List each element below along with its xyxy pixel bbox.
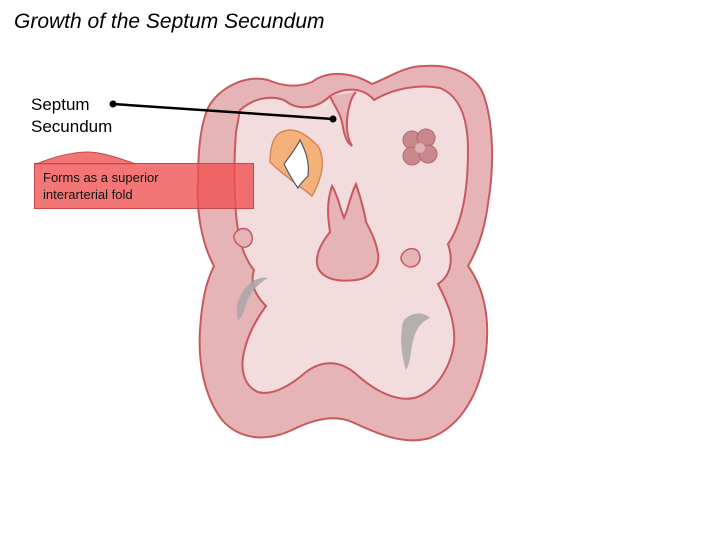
callout-line-1: Forms as a superior bbox=[43, 170, 159, 185]
left-valve-shadow bbox=[236, 277, 268, 320]
pointer-end-dot bbox=[329, 115, 337, 123]
septum-secundum-opening bbox=[283, 138, 309, 190]
right-wall-nodule bbox=[400, 247, 421, 268]
pointer-line bbox=[112, 102, 334, 121]
label-line-1: Septum bbox=[31, 95, 90, 114]
pointer-start-dot bbox=[109, 100, 117, 108]
vessel-cluster bbox=[402, 128, 438, 166]
callout-box: Forms as a superior interarterial fold bbox=[34, 163, 254, 209]
label-line-2: Secundum bbox=[31, 117, 113, 136]
septum-primum bbox=[329, 91, 357, 147]
callout-line-2: interarterial fold bbox=[43, 187, 133, 202]
septum-secundum-label: Septum Secundum bbox=[31, 94, 112, 138]
right-valve-shadow bbox=[401, 313, 430, 370]
central-projection bbox=[316, 181, 380, 282]
slide-title: Growth of the Septum Secundum bbox=[14, 10, 325, 33]
callout-tab bbox=[35, 151, 137, 165]
left-wall-nodule bbox=[233, 227, 254, 248]
